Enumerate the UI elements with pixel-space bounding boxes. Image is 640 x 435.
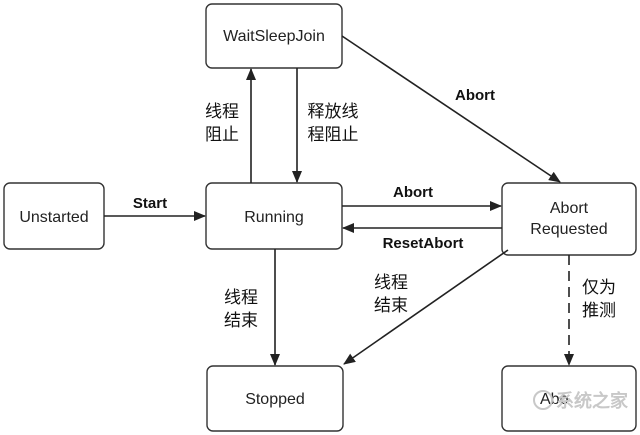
label-end-right-line1: 线程 xyxy=(374,273,408,293)
label-start: Start xyxy=(133,195,167,212)
state-waitsleepjoin: WaitSleepJoin xyxy=(205,3,343,69)
state-label-stopped: Stopped xyxy=(245,391,305,408)
edge-abortrequested-to-stopped xyxy=(343,249,509,365)
state-aborted: Abo xyxy=(501,365,637,432)
state-unstarted: Unstarted xyxy=(3,182,105,250)
label-block-line2: 阻止 xyxy=(205,125,239,145)
state-stopped: Stopped xyxy=(206,365,344,432)
watermark: 系统之家 xyxy=(533,390,629,412)
watermark-logo-icon xyxy=(533,390,553,410)
label-block-line1: 线程 xyxy=(205,102,239,122)
label-end-right-line2: 结束 xyxy=(374,296,408,316)
state-abort-requested: Abort Requested xyxy=(501,182,637,256)
label-release-line1: 释放线 xyxy=(308,102,359,122)
label-infer-line2: 推测 xyxy=(582,301,616,321)
edge-waitsleepjoin-abort xyxy=(341,35,561,183)
label-abort-top: Abort xyxy=(455,87,495,104)
label-end-left-line2: 结束 xyxy=(224,311,258,331)
state-running: Running xyxy=(205,182,343,250)
label-reset-abort: ResetAbort xyxy=(383,235,464,252)
label-infer-line1: 仅为 xyxy=(582,278,616,298)
state-label-waitsleepjoin: WaitSleepJoin xyxy=(223,28,325,45)
watermark-text: 系统之家 xyxy=(556,390,629,412)
state-label-running: Running xyxy=(244,209,304,226)
label-release-line2: 程阻止 xyxy=(308,125,359,145)
state-label-aborted: Abo xyxy=(540,391,569,408)
label-abort-mid: Abort xyxy=(393,184,433,201)
state-label-abort-requested-line1: Abort xyxy=(550,200,589,217)
state-label-abort-requested-line2: Requested xyxy=(530,221,607,238)
label-end-left-line1: 线程 xyxy=(224,288,258,308)
state-label-unstarted: Unstarted xyxy=(19,209,88,226)
